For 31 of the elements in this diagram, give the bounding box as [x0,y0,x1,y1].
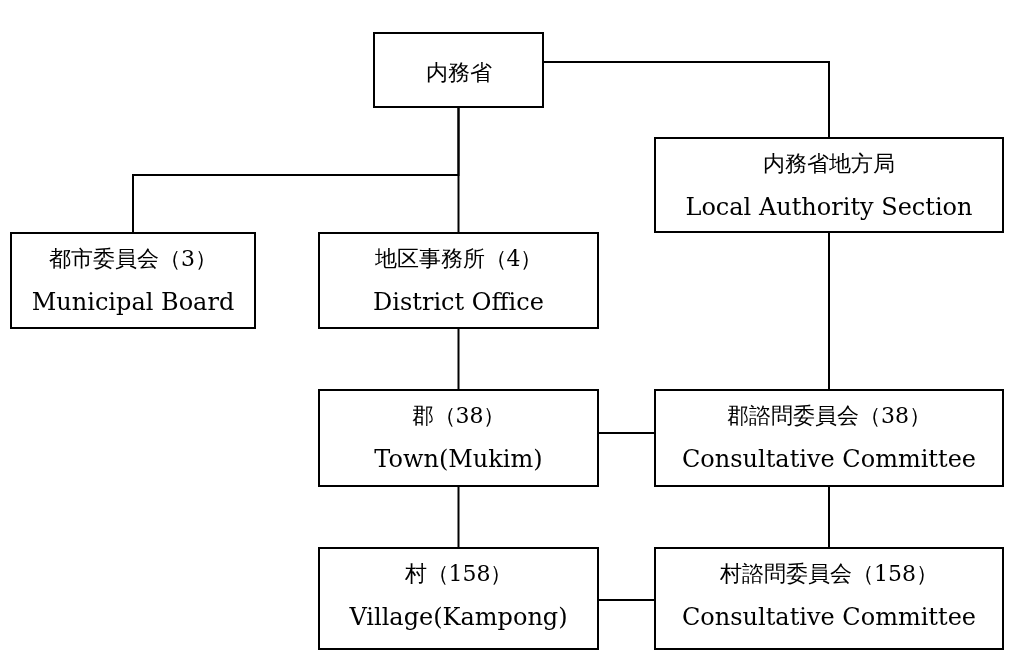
english-label: District Office [373,288,544,316]
org-box [318,232,599,329]
japanese-label: 郡諮問委員会（38） [727,402,931,430]
connector-line [457,107,460,233]
org-box [654,389,1004,487]
english-label: Municipal Board [31,288,235,316]
japanese-label: 内務省 [425,59,492,87]
connector-line [828,232,830,390]
english-label: Village(Kampong) [349,603,568,631]
org-box [318,547,599,650]
org-box [318,389,599,487]
connector-line [457,486,460,548]
english-label: Consultative Committee [681,445,977,473]
japanese-label: 村諮問委員会（158） [720,560,938,588]
org-box [10,232,256,329]
japanese-label: 村（158） [404,560,513,588]
connector-line [457,328,460,390]
connector-line [598,432,655,434]
org-box [654,547,1004,650]
japanese-label: 地区事務所（4） [374,245,543,273]
connector-line [598,599,655,601]
english-label: Local Authority Section [685,193,973,221]
org-box [654,137,1004,233]
english-label: Consultative Committee [681,603,977,631]
english-label: Town(Mukim) [374,445,543,473]
connector-line [543,61,830,138]
japanese-label: 郡（38） [411,402,506,430]
org-box [373,32,544,108]
japanese-label: 都市委員会（3） [49,245,217,273]
connector-line [828,486,830,548]
japanese-label: 内務省地方局 [763,150,895,178]
